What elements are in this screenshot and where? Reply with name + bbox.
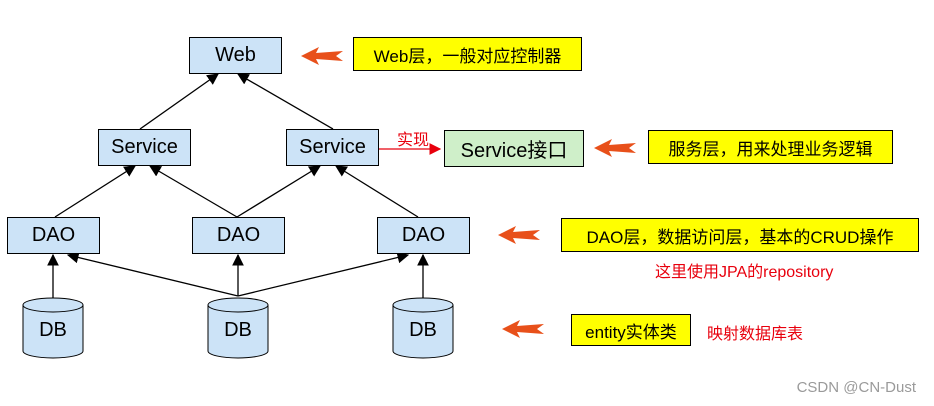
arrow-dao2-service1 (148, 165, 238, 218)
arrow-db2-dao3 (237, 251, 410, 297)
arrow-service1-web (139, 73, 219, 130)
db-cylinder-right: DB (392, 297, 454, 359)
implements-label: 实现 (397, 132, 430, 149)
arrow-dao2-service2 (236, 165, 321, 218)
arrow-db2-dao1 (66, 251, 239, 297)
db-cylinder-left: DB (22, 297, 84, 359)
db-label: DB (224, 319, 252, 341)
pointer-entity (502, 319, 544, 339)
database-icon (207, 297, 269, 359)
entity-note: entity实体类 (571, 314, 691, 346)
red-arrow-icon (502, 320, 544, 338)
pointer-service (594, 138, 636, 158)
pointer-web (301, 46, 343, 66)
arrow-dao1-service1 (54, 165, 136, 218)
dao-box-middle: DAO (192, 217, 285, 254)
database-icon (22, 297, 84, 359)
red-arrow-icon (594, 139, 636, 157)
dao-repository-note: 这里使用JPA的repository (655, 264, 834, 281)
db-cylinder-middle: DB (207, 297, 269, 359)
service-box-left: Service (98, 129, 191, 166)
red-arrow-icon (301, 47, 343, 65)
service-interface-box: Service接口 (444, 130, 584, 167)
web-box: Web (189, 37, 282, 74)
dao-box-left: DAO (7, 217, 100, 254)
db-label: DB (409, 319, 437, 341)
service-box-right: Service (286, 129, 379, 166)
arrow-service2-web (236, 73, 334, 130)
entity-mapping-note: 映射数据库表 (707, 326, 804, 343)
database-icon (392, 297, 454, 359)
web-layer-note: Web层，一般对应控制器 (353, 37, 582, 71)
dao-layer-note: DAO层，数据访问层，基本的CRUD操作 (561, 218, 919, 252)
dao-box-right: DAO (377, 217, 470, 254)
pointer-dao (498, 225, 540, 245)
watermark: CSDN @CN-Dust (796, 379, 916, 396)
red-arrow-icon (498, 226, 540, 244)
arrow-dao3-service2 (335, 165, 419, 218)
db-label: DB (39, 319, 67, 341)
service-layer-note: 服务层，用来处理业务逻辑 (648, 130, 893, 164)
